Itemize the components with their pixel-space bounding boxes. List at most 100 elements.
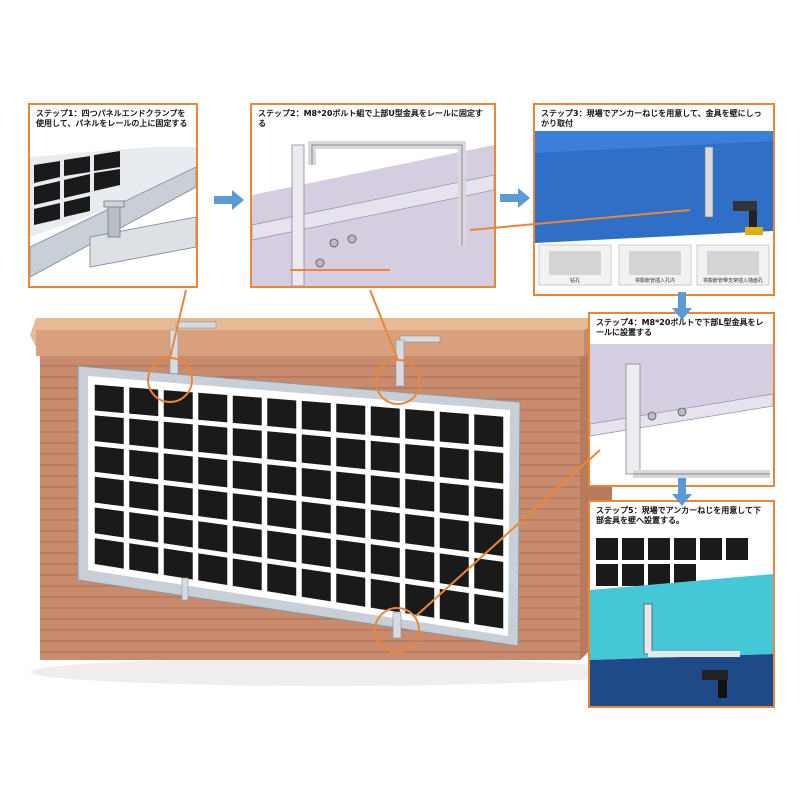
step-3-illustration: 钻孔 将膨胀管插入孔内 将膨胀管带支架插入墙面孔: [535, 131, 773, 294]
panel-cell: [232, 428, 262, 459]
panel-cell: [405, 478, 435, 512]
panel-cell: [336, 539, 366, 573]
panel-cell: [370, 578, 400, 613]
step-2-box: ステップ2：M8*20ボルト組で上部U型金具をレールに固定する: [250, 103, 496, 288]
panel-cell: [405, 409, 435, 441]
step-1-text: ステップ1：四つパネルエンドクランプを使用して、パネルをレールの上に固定する: [36, 109, 188, 128]
panel-cell: [94, 446, 124, 476]
arrow-right-icon: [500, 188, 530, 208]
step-3-sublabel-3: 将膨胀管带支架插入墙面孔: [703, 277, 763, 284]
panel-cell: [198, 457, 228, 488]
panel-cell: [129, 512, 159, 543]
panel-cell: [163, 548, 193, 580]
panel-cell: [94, 476, 124, 507]
ground-shadow: [30, 658, 630, 686]
panel-cell: [474, 450, 504, 484]
panel-cell: [336, 437, 366, 470]
panel-cell: [94, 415, 124, 445]
panel-cell: [336, 505, 366, 538]
step-4-illustration: [590, 344, 773, 485]
panel-cell: [405, 443, 435, 477]
panel-cell: [267, 497, 297, 529]
panel-cell: [301, 467, 331, 500]
panel-cell: [232, 460, 262, 492]
panel-cell: [129, 449, 159, 480]
panel-cell: [163, 453, 193, 484]
panel-cell: [439, 482, 469, 516]
panel-cell: [439, 588, 469, 624]
step-3-box: ステップ3：現場でアンカーねじを用意して、金具を壁にしっかり取付 钻孔 将膨胀管…: [533, 103, 775, 296]
panel-cell: [370, 509, 400, 543]
step-4-text: ステップ4：M8*20ボルトで下部L型金具をレールに設置する: [596, 318, 764, 337]
panel-cell: [474, 522, 504, 557]
panel-cell: [439, 553, 469, 588]
panel-cell: [163, 390, 193, 420]
panel-cell: [129, 418, 159, 448]
step-3-text: ステップ3：現場でアンカーねじを用意して、金具を壁にしっかり取付: [541, 109, 762, 128]
panel-cell: [94, 384, 124, 414]
panel-cell: [301, 568, 331, 602]
lower-bracket-right: [392, 611, 402, 639]
panel-cell: [474, 486, 504, 520]
panel-cell: [129, 543, 159, 575]
panel-cell: [439, 517, 469, 552]
panel-cell: [474, 558, 504, 593]
step-1-illustration: [30, 147, 196, 286]
wall-cap: [36, 330, 584, 356]
panel-cell: [474, 414, 504, 448]
panel-cell: [301, 535, 331, 568]
panel-cell: [198, 424, 228, 455]
panel-cell: [405, 548, 435, 583]
panel-cell: [336, 471, 366, 504]
panel-cell: [267, 563, 297, 596]
panel-cell: [336, 573, 366, 607]
panel-cell: [301, 434, 331, 466]
step-3-sublabel-panels: 钻孔 将膨胀管插入孔内 将膨胀管带支架插入墙面孔: [538, 244, 770, 286]
panel-cell: [129, 387, 159, 417]
panel-cell: [301, 501, 331, 534]
panel-cell: [267, 431, 297, 463]
panel-cell: [163, 516, 193, 548]
panel-cell: [198, 392, 228, 423]
panel-cell: [267, 398, 297, 429]
step-3-sublabel-2: 将膨胀管插入孔内: [635, 277, 675, 284]
panel-cell: [94, 507, 124, 538]
step-2-text: ステップ2：M8*20ボルト組で上部U型金具をレールに固定する: [258, 109, 483, 128]
panel-cell: [198, 553, 228, 585]
step-5-illustration: [590, 534, 773, 706]
step-5-box: ステップ5：現場でアンカーねじを用意して下部金具を壁へ設置する。: [588, 500, 775, 708]
panel-cell: [405, 583, 435, 618]
arrow-down-icon: [672, 292, 692, 320]
panel-cell: [370, 475, 400, 508]
panel-cell: [129, 480, 159, 511]
panel-cell: [163, 421, 193, 452]
panel-cell: [474, 593, 504, 629]
panel-cell: [301, 400, 331, 432]
panel-cell: [232, 525, 262, 558]
panel-cell: [267, 464, 297, 496]
step-1-box: ステップ1：四つパネルエンドクランプを使用して、パネルをレールの上に固定する: [28, 103, 198, 288]
panel-cell: [232, 558, 262, 591]
panel-cell: [267, 530, 297, 563]
panel-cell: [198, 489, 228, 520]
step-5-text: ステップ5：現場でアンカーねじを用意して下部金具を壁へ設置する。: [596, 506, 762, 525]
panel-cell: [370, 544, 400, 578]
panel-cell: [405, 513, 435, 548]
panel-face: [88, 376, 510, 636]
panel-cell: [370, 440, 400, 473]
panel-cell: [198, 521, 228, 553]
panel-cell: [336, 403, 366, 435]
panel-cell: [94, 538, 124, 569]
step-2-illustration: [252, 135, 494, 286]
step-4-box: ステップ4：M8*20ボルトで下部L型金具をレールに設置する: [588, 312, 775, 487]
step-3-sublabel-1: 钻孔: [570, 277, 580, 284]
arrow-right-icon: [214, 190, 244, 210]
drill-icon: [702, 670, 728, 698]
panel-cell: [232, 493, 262, 525]
arrow-down-icon: [672, 478, 692, 506]
lower-bracket-left: [181, 577, 189, 601]
panel-cell: [439, 411, 469, 445]
panel-cell: [370, 406, 400, 438]
panel-cell: [439, 447, 469, 480]
